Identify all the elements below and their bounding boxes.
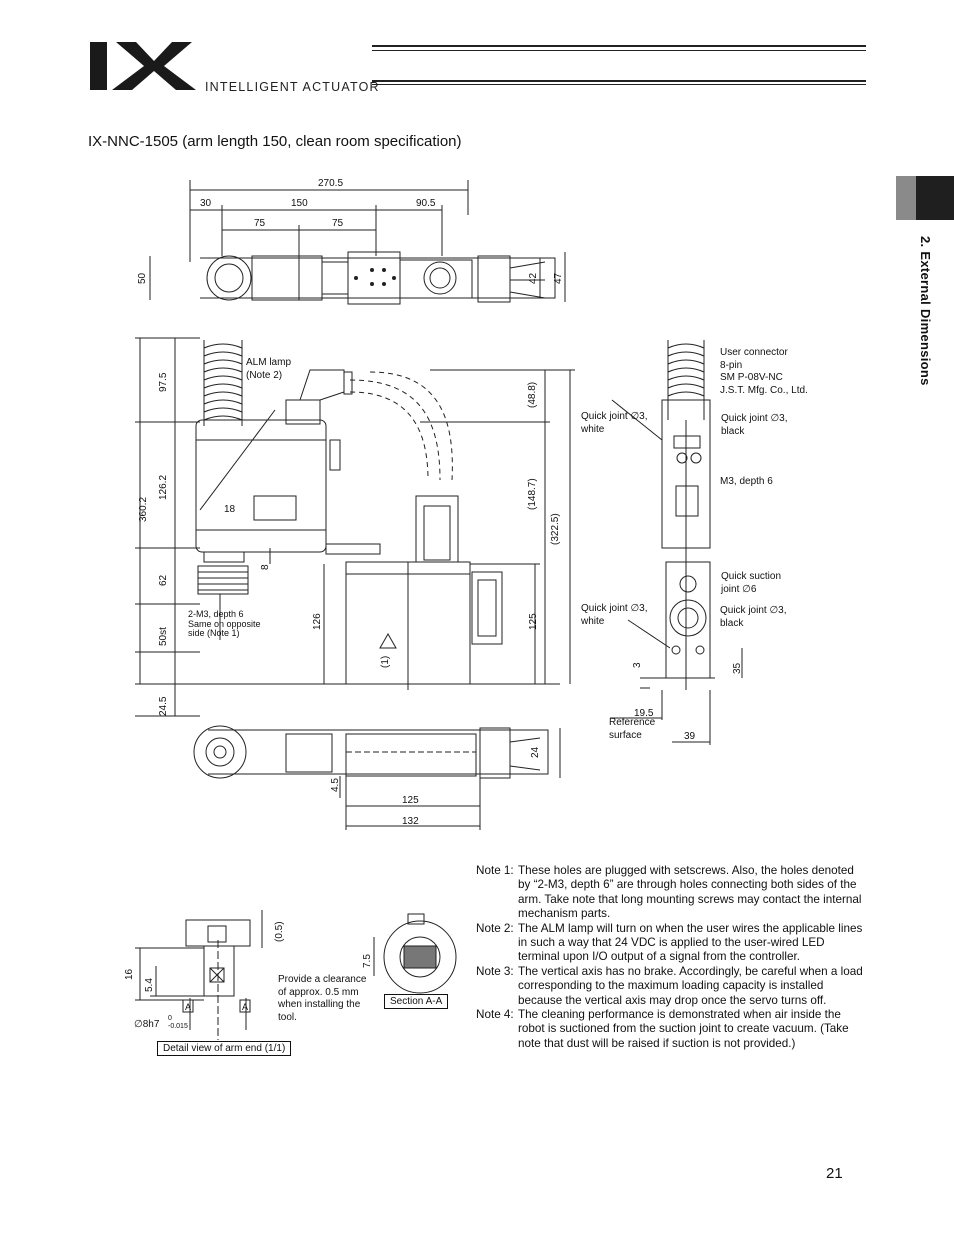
dim-height-inner: 42 (528, 272, 539, 284)
note-text: The vertical axis has no brake. Accordin… (518, 964, 863, 1007)
model-title: IX-NNC-1505 (arm length 150, clean room … (88, 133, 462, 150)
callout-alm-lamp: ALM lamp (Note 2) (246, 357, 292, 381)
section-label: 2. External Dimensions (918, 236, 933, 386)
callout-clearance: Provide a clearance of approx. 0.5 mm wh… (278, 974, 367, 1023)
dim-side-3: 360.2 (138, 497, 149, 522)
dim-end-4: 39 (684, 731, 696, 742)
dim-side-2: 126.2 (158, 475, 169, 500)
dim-seg-3: 90.5 (416, 198, 436, 209)
ix-logo-mark (90, 42, 196, 90)
header-rule-top (372, 45, 866, 47)
note-text: These holes are plugged with setscrews. … (518, 864, 862, 921)
dim-bottom-3: 125 (402, 795, 419, 806)
note-2: Note 2: The ALM lamp will turn on when t… (476, 922, 866, 965)
dim-side-1: 97.5 (158, 372, 169, 392)
dim-end-1: 3 (632, 662, 643, 668)
top-view (149, 180, 566, 305)
callout-user-connector: User connector 8-pin SM P-08V-NC J.S.T. … (720, 347, 808, 396)
section-tab (896, 176, 954, 220)
side-view (135, 337, 575, 717)
section-label: Section A-A (384, 994, 449, 1009)
note-1: Note 1: These holes are plugged with set… (476, 864, 866, 922)
callout-holes: 2-M3, depth 6 Same on opposite side (Not… (188, 609, 261, 638)
dim-right-1: (48.8) (527, 382, 538, 408)
header-rule-top-thin (372, 50, 866, 51)
dim-center-1: 18 (224, 504, 236, 515)
logo (88, 40, 200, 97)
section-mark-left: A (185, 1002, 191, 1012)
callout-qj-white-bot: Quick joint ∅3, white (581, 603, 648, 627)
dim-end-3: 19.5 (634, 708, 654, 719)
dim-center-2: 8 (260, 564, 271, 570)
callout-suction: Quick suction joint ∅6 (721, 571, 782, 595)
dim-right-2: (148.7) (527, 478, 538, 510)
dim-right-3: (322.5) (550, 513, 561, 545)
dim-bottom-2: 4.5 (330, 778, 341, 792)
note-4: Note 4: The cleaning performance is demo… (476, 1008, 866, 1051)
dim-side-5: 50st (158, 627, 169, 646)
tolerance-main: ∅8h7 (134, 1019, 160, 1030)
section-mark-right: A (242, 1002, 248, 1012)
dim-detail-3: (0.5) (274, 921, 285, 942)
note-label: Note 2: (476, 921, 514, 935)
dim-detail-2: 5.4 (144, 978, 155, 992)
header-rule-bottom-thin (372, 84, 866, 85)
note-label: Note 1: (476, 864, 514, 877)
dim-center-3: 126 (312, 613, 323, 630)
end-view (610, 340, 743, 745)
dim-center-4: (1) (380, 656, 391, 668)
dim-side-4: 62 (158, 574, 169, 586)
note-label: Note 4: (476, 1008, 514, 1022)
dim-bottom-1: 24 (530, 746, 541, 758)
tolerance-lower: -0.015 (168, 1023, 188, 1030)
callout-m3-depth: M3, depth 6 (720, 476, 773, 487)
note-text: The cleaning performance is demonstrated… (518, 1008, 849, 1050)
dim-detail-1: 16 (124, 968, 135, 980)
detail-label: Detail view of arm end (1/1) (157, 1041, 292, 1056)
callout-qj-black-bot: Quick joint ∅3, black (720, 605, 787, 629)
page-number: 21 (826, 1165, 843, 1182)
dim-overall: 270.5 (318, 178, 343, 189)
note-3: Note 3: The vertical axis has no brake. … (476, 965, 866, 1008)
tolerance-upper: 0 (168, 1015, 172, 1022)
dim-right-4: 125 (528, 613, 539, 630)
bottom-view (193, 725, 561, 830)
callout-qj-white-top: Quick joint ∅3, white (581, 411, 648, 435)
note-label: Note 3: (476, 964, 514, 978)
dim-end-2: 35 (732, 662, 743, 674)
header-rule-bottom (372, 80, 866, 82)
dim-sub-2: 75 (332, 218, 344, 229)
notes-block: Note 1: These holes are plugged with set… (476, 864, 866, 1051)
dim-sub-1: 75 (254, 218, 266, 229)
dim-height-outer: 47 (553, 272, 564, 284)
callout-reference: Reference surface (609, 717, 656, 741)
dim-side-6: 24.5 (158, 696, 169, 716)
dim-height-left: 50 (137, 272, 148, 284)
dim-seg-2: 150 (291, 198, 308, 209)
dim-seg-1: 30 (200, 198, 212, 209)
detail-view (135, 910, 457, 1040)
dim-bottom-4: 132 (402, 816, 419, 827)
dim-detail-4: 7.5 (362, 954, 373, 968)
callout-qj-black-top: Quick joint ∅3, black (721, 413, 788, 437)
note-text: The ALM lamp will turn on when the user … (518, 921, 863, 964)
logo-subtitle: INTELLIGENT ACTUATOR (205, 80, 380, 94)
